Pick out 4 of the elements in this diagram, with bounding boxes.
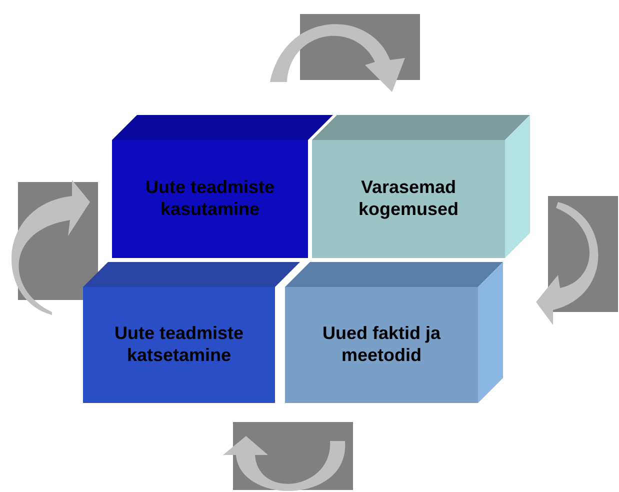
box-label: Uute teadmiste kasutamine <box>144 177 276 221</box>
box-label: Uued faktid ja meetodid <box>321 323 442 367</box>
box-label: Varasemad kogemused <box>357 177 460 221</box>
box-label: Uute teadmiste katsetamine <box>113 323 245 367</box>
